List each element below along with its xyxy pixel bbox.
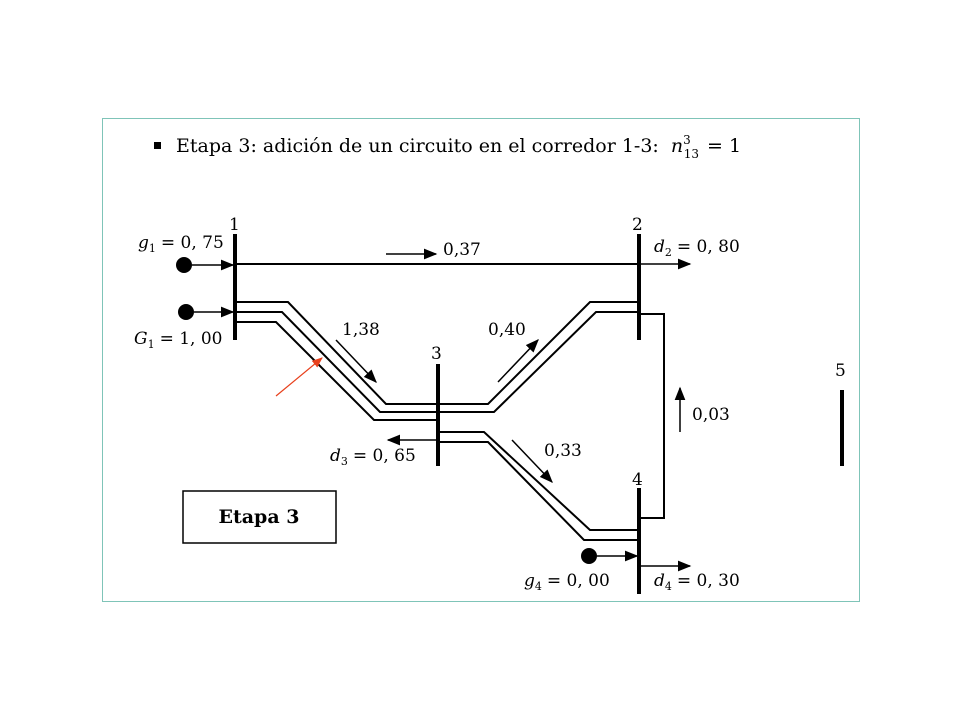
highlight-arrow — [275, 357, 323, 397]
bus-3-label: 3 — [431, 344, 442, 364]
generator-g4 — [581, 548, 597, 564]
generator-G1 — [178, 304, 194, 320]
bus-1-label: 1 — [229, 215, 240, 235]
flow-label-3-4: 0,33 — [544, 441, 582, 461]
generator-g1 — [176, 257, 192, 273]
flow-arrow-3-4 — [511, 439, 553, 483]
corridor-1-3 — [235, 301, 438, 421]
stage-box — [182, 490, 337, 544]
gen-label-g4: g4= 0, 00 — [524, 571, 610, 593]
flow-label-1-3: 1,38 — [342, 320, 380, 340]
demand-label-d4: d4= 0, 30 — [654, 571, 740, 593]
flow-arrow-1-3 — [335, 339, 377, 383]
flow-label-2-3: 0,40 — [488, 320, 526, 340]
flow-label-1-2: 0,37 — [443, 240, 481, 260]
flow-label-2-4: 0,03 — [692, 405, 730, 425]
corridor-2-3 — [438, 301, 639, 413]
flow-arrow-2-3 — [497, 339, 539, 383]
bus-4-label: 4 — [632, 470, 643, 490]
gen-label-g1: g1= 0, 75 — [138, 233, 224, 255]
demand-label-d3: d3= 0, 65 — [330, 446, 416, 468]
title-text: Etapa 3: adición de un circuito en el co… — [176, 133, 741, 161]
bus-2-label: 2 — [632, 215, 643, 235]
line-2-4 — [639, 313, 665, 519]
title-bullet — [154, 142, 161, 149]
corridor-3-4 — [438, 431, 639, 541]
stage-box-label: Etapa 3 — [218, 506, 299, 528]
slide-frame — [102, 118, 860, 602]
gen-label-G1: G1= 1, 00 — [134, 329, 223, 351]
demand-label-d2: d2= 0, 80 — [654, 237, 740, 259]
bus-5-label: 5 — [835, 361, 846, 381]
